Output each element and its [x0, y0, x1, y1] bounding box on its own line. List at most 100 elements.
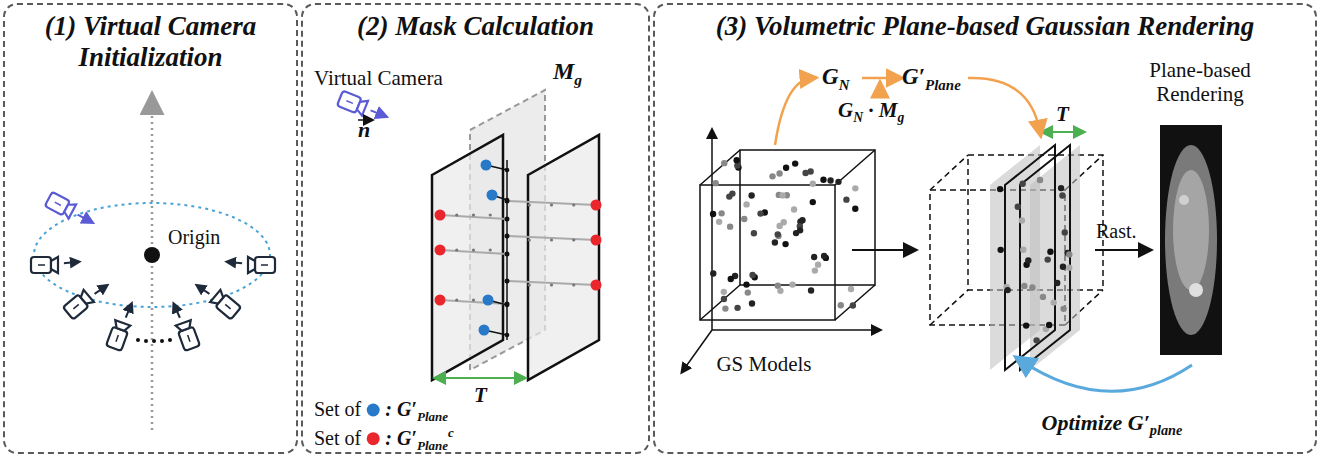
label: Set of: G′Plane [314, 398, 448, 425]
view-arrow [78, 215, 90, 222]
label-text: n [358, 117, 370, 142]
subscript: N [839, 77, 850, 93]
sample-dot [572, 283, 575, 286]
sample-dot [489, 248, 492, 251]
gaussian-dot [1015, 203, 1021, 209]
gaussian-dot [783, 165, 789, 171]
label-text: · M [863, 98, 897, 122]
shape [176, 320, 193, 332]
subscript: Plane [417, 409, 448, 424]
gaussians [710, 157, 859, 312]
shape [38, 264, 45, 266]
origin-dot [144, 247, 160, 263]
outside-gaussian [435, 210, 446, 221]
shape [255, 257, 275, 273]
label: G′Plane [902, 64, 961, 94]
label-text: Rast. [1096, 220, 1137, 242]
label: GN · Mg [838, 98, 904, 126]
label: T [1056, 102, 1069, 126]
gaussian-dot [997, 186, 1003, 192]
gaussian-dot [710, 211, 716, 217]
gaussian-dot [775, 231, 781, 237]
gaussian-dot [776, 170, 782, 176]
gaussian-dot [852, 185, 858, 191]
sample-dot [550, 203, 553, 206]
view-arrow [174, 305, 180, 318]
gaussian-dot [749, 272, 755, 278]
cameras [31, 91, 384, 351]
label: GN [822, 64, 849, 94]
inside-gaussian [481, 160, 492, 171]
gaussian-dot [712, 180, 718, 186]
gaussian-dot [769, 173, 775, 179]
label: n [358, 117, 370, 142]
gaussian-dot [721, 296, 727, 302]
outside-gaussian [435, 295, 446, 306]
shape [116, 335, 118, 342]
gaussian-dot [1019, 217, 1025, 223]
gaussian-dot [729, 190, 735, 196]
shape [31, 257, 51, 273]
label: Optimize G′plane [1042, 410, 1183, 439]
gaussian-dot [741, 216, 747, 222]
view-arrow [228, 262, 242, 263]
gaussian-dot [1029, 284, 1035, 290]
view-arrow [371, 110, 384, 115]
label-text: Plane-based Rendering [1149, 58, 1250, 106]
label-text: T [474, 383, 487, 407]
flow-arrow [852, 249, 915, 251]
subscript: Plane [417, 438, 448, 453]
subscript: plane [1150, 422, 1183, 438]
gaussian-dot [808, 287, 814, 293]
gaussian-dot [781, 219, 787, 225]
gaussian-dot [797, 227, 803, 233]
plane-b [1020, 145, 1070, 370]
shape [62, 201, 76, 218]
gaussian-dot [1050, 299, 1056, 305]
gaussian-dot [710, 270, 716, 276]
axis-arrow [151, 100, 154, 430]
outside-gaussian [591, 280, 602, 291]
shape [248, 257, 255, 273]
label: Plane-based Rendering [1125, 58, 1275, 106]
gaussian-dot [749, 300, 755, 306]
optimize-arrow [1020, 360, 1192, 391]
gaussian-dot [743, 201, 749, 207]
gaussian-dot [791, 206, 797, 212]
gaussian-dot [997, 247, 1003, 253]
shape [78, 290, 94, 307]
label-text: : G′ [385, 398, 417, 420]
shape [210, 290, 226, 307]
gaussian-dot [1020, 247, 1026, 253]
gaussian-dot [821, 253, 827, 259]
gaussian-dot [811, 254, 817, 260]
sample-dot [472, 248, 475, 251]
mask-line [506, 160, 508, 340]
rasterize-arrow [1095, 249, 1150, 251]
gaussian-dot [728, 276, 734, 282]
gaussian-dot [1025, 257, 1031, 263]
ellipsis-dots [136, 338, 172, 343]
sample-dot [550, 283, 553, 286]
gaussian-dot [721, 289, 727, 295]
legend-dot [367, 404, 380, 417]
label-text: G [822, 64, 839, 89]
plane-gaussians [997, 177, 1073, 344]
gaussian-dot [734, 305, 740, 311]
gaussian-dot [835, 179, 841, 185]
label-text: M [553, 58, 574, 84]
gaussian-dot [843, 196, 849, 202]
gaussian-dot [1004, 287, 1010, 293]
gaussian-dot [782, 241, 788, 247]
ct-slice [1160, 125, 1222, 355]
subscript: g [574, 71, 582, 88]
gaussian-dot [1040, 294, 1046, 300]
gaussian-dot [1019, 181, 1025, 187]
view-arrow [198, 286, 210, 294]
subscript: N [853, 110, 863, 125]
gaussian-dot [718, 210, 724, 216]
gaussian-dot [751, 230, 757, 236]
label: T [474, 383, 487, 407]
view-arrow [64, 262, 78, 263]
gs-cube [682, 130, 880, 372]
